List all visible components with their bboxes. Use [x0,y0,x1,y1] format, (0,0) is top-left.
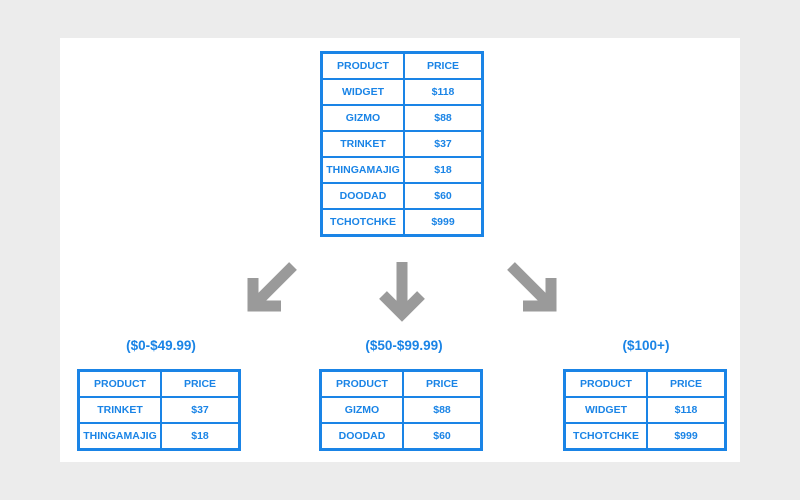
table-row: WIDGET $118 [563,396,727,424]
table-row: TRINKET $37 [77,396,241,424]
product-cell: TRINKET [320,130,405,158]
product-cell: GIZMO [319,396,404,424]
column-header-price: PRICE [160,369,241,398]
column-header-product: PRODUCT [319,369,404,398]
price-cell: $37 [403,130,484,158]
arrow-down-left-icon [247,262,297,312]
range-label-low: ($0-$49.99) [126,338,196,353]
product-cell: TCHOTCHKE [563,422,648,451]
product-cell: DOODAD [319,422,404,451]
price-cell: $60 [403,182,484,210]
price-cell: $118 [646,396,727,424]
table-row: GIZMO $88 [319,396,483,424]
price-cell: $37 [160,396,241,424]
arrow-down-icon [379,262,425,322]
table-row: DOODAD $60 [319,422,483,451]
price-cell: $60 [402,422,483,451]
column-header-product: PRODUCT [77,369,162,398]
product-cell: THINGAMAJIG [320,156,405,184]
low-price-table: PRODUCT PRICE TRINKET $37 THINGAMAJIG $1… [77,369,241,451]
price-cell: $999 [646,422,727,451]
column-header-price: PRICE [646,369,727,398]
price-cell: $88 [402,396,483,424]
table-row: WIDGET $118 [320,78,484,106]
table-row: DOODAD $60 [320,182,484,210]
column-header-price: PRICE [402,369,483,398]
product-cell: WIDGET [563,396,648,424]
product-cell: GIZMO [320,104,405,132]
column-header-product: PRODUCT [563,369,648,398]
price-cell: $18 [403,156,484,184]
price-cell: $18 [160,422,241,451]
high-price-table: PRODUCT PRICE WIDGET $118 TCHOTCHKE $999 [563,369,727,451]
price-cell: $999 [403,208,484,237]
range-label-mid: ($50-$99.99) [365,338,443,353]
arrow-down-right-icon [507,262,557,312]
product-cell: DOODAD [320,182,405,210]
range-label-high: ($100+) [622,338,670,353]
table-header-row: PRODUCT PRICE [77,369,241,398]
table-header-row: PRODUCT PRICE [563,369,727,398]
table-row: TCHOTCHKE $999 [320,208,484,237]
mid-price-table: PRODUCT PRICE GIZMO $88 DOODAD $60 [319,369,483,451]
table-row: TCHOTCHKE $999 [563,422,727,451]
product-cell: TRINKET [77,396,162,424]
table-row: THINGAMAJIG $18 [320,156,484,184]
table-header-row: PRODUCT PRICE [319,369,483,398]
product-cell: THINGAMAJIG [77,422,162,451]
table-row: TRINKET $37 [320,130,484,158]
product-cell: WIDGET [320,78,405,106]
price-cell: $118 [403,78,484,106]
product-cell: TCHOTCHKE [320,208,405,237]
table-row: THINGAMAJIG $18 [77,422,241,451]
table-row: GIZMO $88 [320,104,484,132]
source-products-table: PRODUCT PRICE WIDGET $118 GIZMO $88 TRIN… [320,51,484,237]
price-cell: $88 [403,104,484,132]
